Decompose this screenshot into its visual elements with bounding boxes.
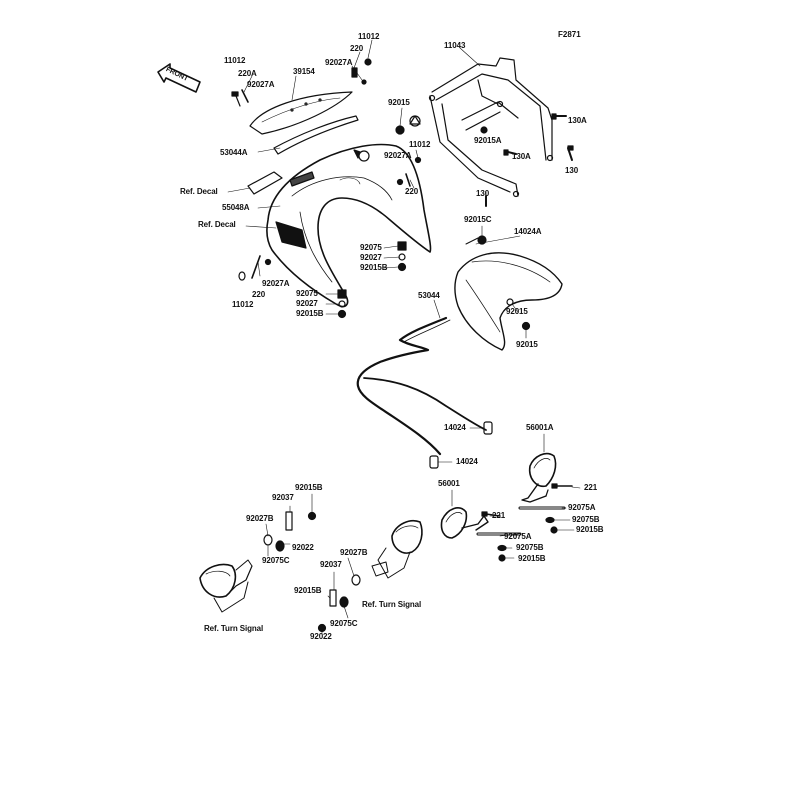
callout-92015b-c: 92015B (294, 586, 322, 595)
callout-92015-top: 92015 (388, 98, 410, 107)
callout-220a-a: 220A (238, 69, 257, 78)
callout-92015a: 92015A (474, 136, 502, 145)
callout-11012-mid: 11012 (409, 140, 431, 149)
callout-56001a: 56001A (526, 423, 554, 432)
callout-92075b-a: 92075B (572, 515, 600, 524)
callout-92015b-a: 92015B (360, 263, 388, 272)
callout-92015b-b: 92015B (296, 309, 324, 318)
callout-220-low: 220 (252, 290, 266, 299)
callout-130-mid: 130 (476, 189, 490, 198)
figure-id: F2871 (558, 30, 581, 39)
callout-92075a-b: 92075A (504, 532, 532, 541)
callout-ref-turn-signal-right: Ref. Turn Signal (362, 600, 422, 609)
callout-11043: 11043 (444, 41, 466, 50)
callout-92015c: 92015C (464, 215, 492, 224)
callout-ref-turn-signal-left: Ref. Turn Signal (204, 624, 264, 633)
leader-lines (227, 39, 581, 635)
callout-92022-c: 92022 (310, 632, 332, 641)
callout-53044a: 53044A (220, 148, 248, 157)
mirror-right (521, 452, 557, 503)
callout-92027-b: 92027 (296, 299, 318, 308)
callout-39154: 39154 (293, 67, 315, 76)
callout-56001: 56001 (438, 479, 460, 488)
grommet-14024-b (429, 455, 439, 469)
grommet-14024-a (483, 421, 493, 435)
inner-cowl (454, 237, 563, 351)
decal-strip (247, 171, 283, 195)
callout-130a-2: 130A (512, 152, 531, 161)
callout-92075-a: 92075 (360, 243, 382, 252)
callout-221-a: 221 (584, 483, 598, 492)
callout-92037-c: 92037 (320, 560, 342, 569)
callout-92015-r2: 92015 (516, 340, 538, 349)
callout-92027-a: 92027 (360, 253, 382, 262)
upper-cowl (266, 143, 432, 308)
callout-220-top: 220 (350, 44, 364, 53)
callout-14024-b: 14024 (456, 457, 478, 466)
callout-11012-low: 11012 (232, 300, 254, 309)
cowl-stay (428, 57, 554, 198)
windscreen (249, 91, 353, 135)
callout-92075c-c: 92075C (330, 619, 358, 628)
turn-signal-left (199, 559, 253, 613)
callout-92075b-b: 92075B (516, 543, 544, 552)
callout-14024a: 14024A (514, 227, 542, 236)
callout-11012-a: 11012 (224, 56, 246, 65)
callout-53044: 53044 (418, 291, 440, 300)
callout-130: 130 (565, 166, 579, 175)
callout-92015-r1: 92015 (506, 307, 528, 316)
callout-11012-top: 11012 (358, 32, 380, 41)
turn-signal-right (371, 520, 423, 579)
callout-220-mid: 220 (405, 187, 419, 196)
callout-14024-a: 14024 (444, 423, 466, 432)
callout-130a-1: 130A (568, 116, 587, 125)
callout-92027b-c: 92027B (340, 548, 368, 557)
callout-92075a-a: 92075A (568, 503, 596, 512)
callout-92075-b: 92075 (296, 289, 318, 298)
callout-92027a-low: 92027A (262, 279, 290, 288)
callout-92015b-l: 92015B (295, 483, 323, 492)
callout-92027a-a: 92027A (247, 80, 275, 89)
callout-92022-l: 92022 (292, 543, 314, 552)
callout-55048a: 55048A (222, 203, 250, 212)
callout-92027a-top: 92027A (325, 58, 353, 67)
front-arrow (157, 63, 201, 93)
callout-92075c-l: 92075C (262, 556, 290, 565)
callout-92037-l: 92037 (272, 493, 294, 502)
callout-92027a-mid: 92027A (384, 151, 412, 160)
callout-ref-decal-1: Ref. Decal (180, 187, 218, 196)
callout-221-b: 221 (492, 511, 506, 520)
windscreen-trim (273, 115, 359, 155)
callout-ref-decal-2: Ref. Decal (198, 220, 236, 229)
callout-92015b-r: 92015B (576, 525, 604, 534)
callout-92027b-l: 92027B (246, 514, 274, 523)
callout-92015b-r2: 92015B (518, 554, 546, 563)
trim-strip (356, 316, 487, 456)
